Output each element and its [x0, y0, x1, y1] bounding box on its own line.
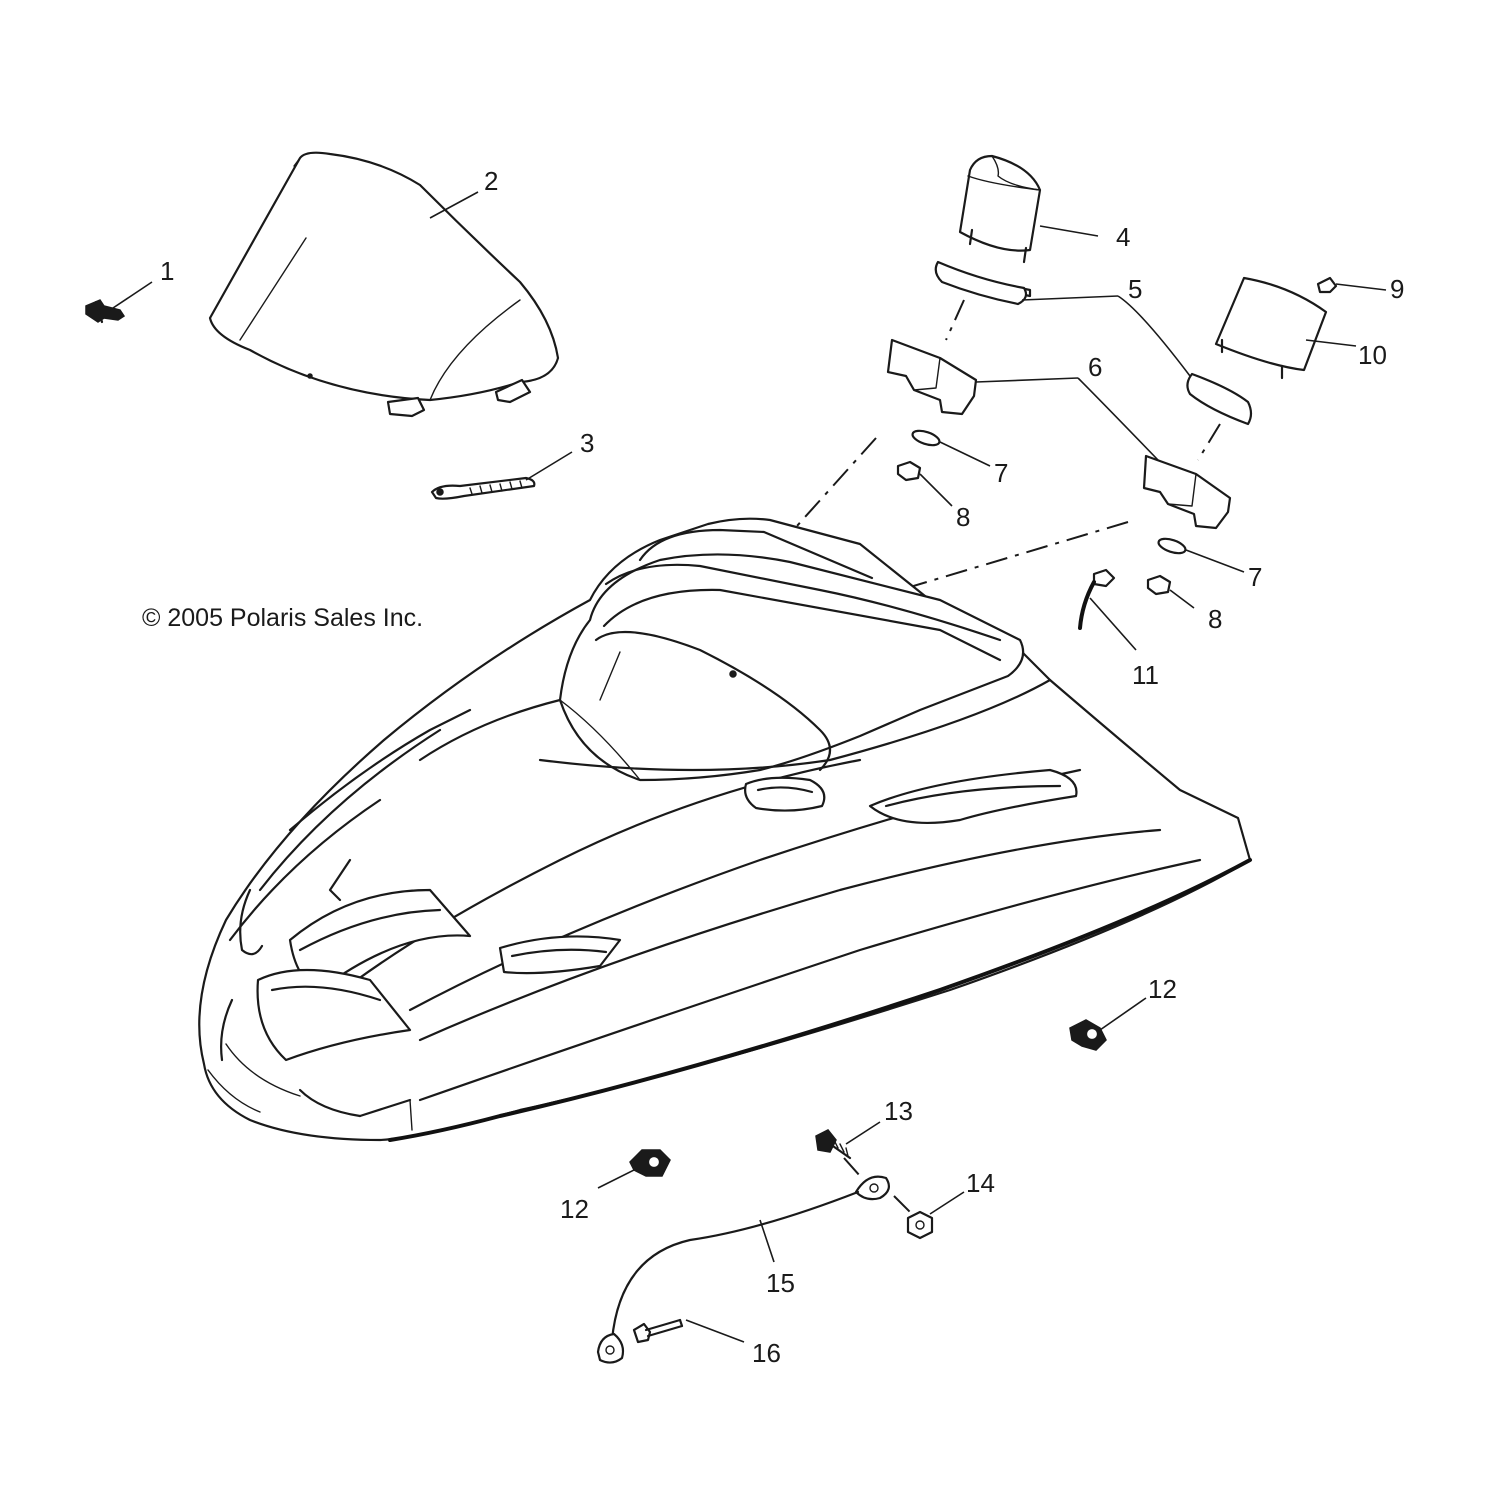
leader-lines — [109, 191, 1387, 1343]
callout-10: 10 — [1358, 340, 1387, 370]
callout-7a: 7 — [994, 458, 1008, 488]
part-5-gasket-rings — [934, 260, 1253, 461]
callout-12a: 12 — [1148, 974, 1177, 1004]
callout-13: 13 — [884, 1096, 913, 1126]
part-10-gauge — [1214, 276, 1328, 380]
callout-4: 4 — [1116, 222, 1130, 252]
callout-11: 11 — [1132, 660, 1159, 690]
part-11-wire — [1078, 568, 1116, 630]
part-9-clip — [1316, 276, 1338, 294]
part-16-rivet — [632, 1318, 684, 1344]
callout-2: 2 — [484, 166, 498, 196]
part-13-screw — [815, 1129, 852, 1160]
callout-15: 15 — [766, 1268, 795, 1298]
part-3-strap — [430, 476, 536, 500]
callout-12b: 12 — [560, 1194, 589, 1224]
hood-body — [198, 517, 1252, 1142]
part-14-nut — [906, 1210, 934, 1240]
callout-6: 6 — [1088, 352, 1102, 382]
callout-8b: 8 — [1208, 604, 1222, 634]
callout-9: 9 — [1390, 274, 1404, 304]
copyright-text: © 2005 Polaris Sales Inc. — [142, 604, 423, 632]
callout-16: 16 — [752, 1338, 781, 1368]
part-6-gauge-brackets — [886, 338, 1232, 530]
callout-3: 3 — [580, 428, 594, 458]
part-8-nuts — [896, 460, 1172, 596]
callout-7b: 7 — [1248, 562, 1262, 592]
part-4-gauge — [958, 154, 1042, 264]
part-12-clips — [629, 1019, 1107, 1177]
callout-14: 14 — [966, 1168, 995, 1198]
part-1-push-rivet — [85, 299, 126, 324]
callout-1: 1 — [160, 256, 174, 286]
callout-8a: 8 — [956, 502, 970, 532]
part-2-windshield — [208, 151, 560, 418]
callout-labels: 1 2 3 4 5 6 7 7 8 8 9 10 11 12 12 13 14 … — [160, 166, 1404, 1368]
part-15-tether-cable — [596, 1157, 911, 1364]
callout-5: 5 — [1128, 274, 1142, 304]
part-7-washers — [911, 429, 1187, 555]
